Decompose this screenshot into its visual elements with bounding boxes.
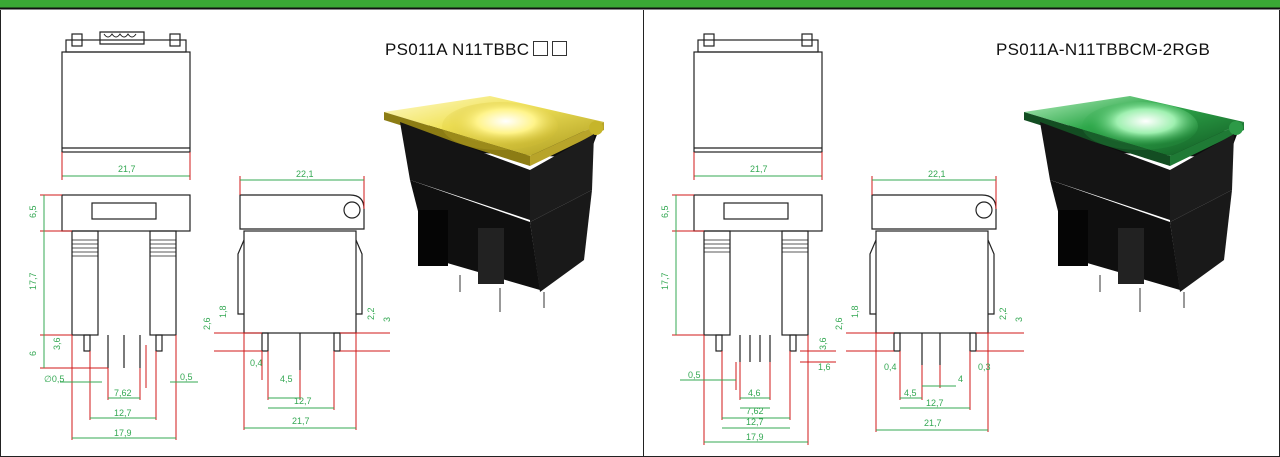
dim-height-pin: 6 [28, 351, 38, 356]
title-box-1 [533, 41, 549, 56]
right-title: PS011A-N11TBBCM-2RGB [996, 40, 1210, 60]
header-bar [0, 0, 1280, 10]
dim-762: 7,62 [746, 406, 764, 416]
dim-side-127: 12,7 [926, 398, 944, 408]
dim-side-04: 0,4 [250, 358, 263, 368]
dim-side-45: 4,5 [280, 374, 293, 384]
front-view [693, 194, 823, 362]
dim-side-18: 1,8 [850, 305, 860, 318]
dim-side-width: 22,1 [928, 169, 946, 179]
dim-127: 12,7 [746, 417, 764, 427]
dim-side-26: 2,6 [202, 317, 212, 330]
front-view [61, 194, 191, 368]
side-view-dimensions [846, 176, 1024, 432]
dim-top-width: 21,7 [750, 164, 768, 174]
dim-side-width: 22,1 [296, 169, 314, 179]
dim-side-04: 0,4 [884, 362, 897, 372]
side-view-labels: 22,1 2,6 1,8 2,2 3 0,4 4,5 12,7 21,7 [202, 169, 392, 426]
right-drawings: 21,7 [660, 33, 1244, 445]
dim-side-18: 1,8 [218, 305, 228, 318]
dim-top-width: 21,7 [118, 164, 136, 174]
side-view-dimensions [214, 176, 390, 430]
dim-side-03: 0,3 [978, 362, 991, 372]
dim-side-4: 4 [958, 374, 963, 384]
top-view [693, 33, 823, 153]
side-view [237, 194, 365, 370]
front-view-dimensions [672, 194, 836, 445]
dim-127: 12,7 [114, 408, 132, 418]
side-view [869, 194, 997, 365]
left-title-text: PS011A N11TBBC [385, 40, 530, 59]
side-view-labels: 22,1 2,6 1,8 2,2 3 0,4 0,3 4 4,5 12,7 21… [834, 169, 1024, 428]
left-drawings: 21,7 [28, 31, 604, 440]
dim-762: 7,62 [114, 388, 132, 398]
top-view-dimension: 21,7 [693, 152, 823, 180]
right-title-text: PS011A-N11TBBCM-2RGB [996, 40, 1211, 59]
dim-height-top: 6,5 [660, 205, 670, 218]
dim-side-26: 2,6 [834, 317, 844, 330]
dim-side-127: 12,7 [294, 396, 312, 406]
dim-side-22: 2,2 [998, 307, 1008, 320]
dim-179: 17,9 [746, 432, 764, 442]
dim-pin-16: 1,6 [818, 362, 831, 372]
dim-side-45: 4,5 [904, 388, 917, 398]
dim-pin-dia: ∅0,5 [44, 374, 64, 384]
dim-pin-w-left: 0,5 [688, 370, 701, 380]
product-render-yellow [384, 96, 604, 312]
front-view-labels: 6,5 17,7 6 3,6 ∅0,5 0,5 7,62 12,7 17,9 [28, 205, 193, 438]
dim-pin-len: 3,6 [818, 337, 828, 350]
dim-pin-len: 3,6 [52, 337, 62, 350]
dim-height-top: 6,5 [28, 205, 38, 218]
dim-side-217: 21,7 [924, 418, 942, 428]
title-box-2 [552, 41, 568, 56]
dim-179: 17,9 [114, 428, 132, 438]
product-render-green [1024, 96, 1244, 312]
front-view-labels: 6,5 17,7 3,6 0,5 1,6 4,6 7,62 12,7 17,9 [660, 205, 831, 442]
dim-side-3: 3 [1014, 317, 1024, 322]
dim-side-22: 2,2 [366, 307, 376, 320]
dim-46: 4,6 [748, 388, 761, 398]
dim-side-217: 21,7 [292, 416, 310, 426]
top-view [61, 31, 191, 153]
dim-side-3: 3 [382, 317, 392, 322]
left-title: PS011A N11TBBC [385, 40, 568, 60]
dim-height-body: 17,7 [660, 272, 670, 290]
front-view-dimensions [40, 194, 198, 440]
dim-height-body: 17,7 [28, 272, 38, 290]
dim-pin-w: 0,5 [180, 372, 193, 382]
top-view-dimension: 21,7 [61, 152, 191, 180]
